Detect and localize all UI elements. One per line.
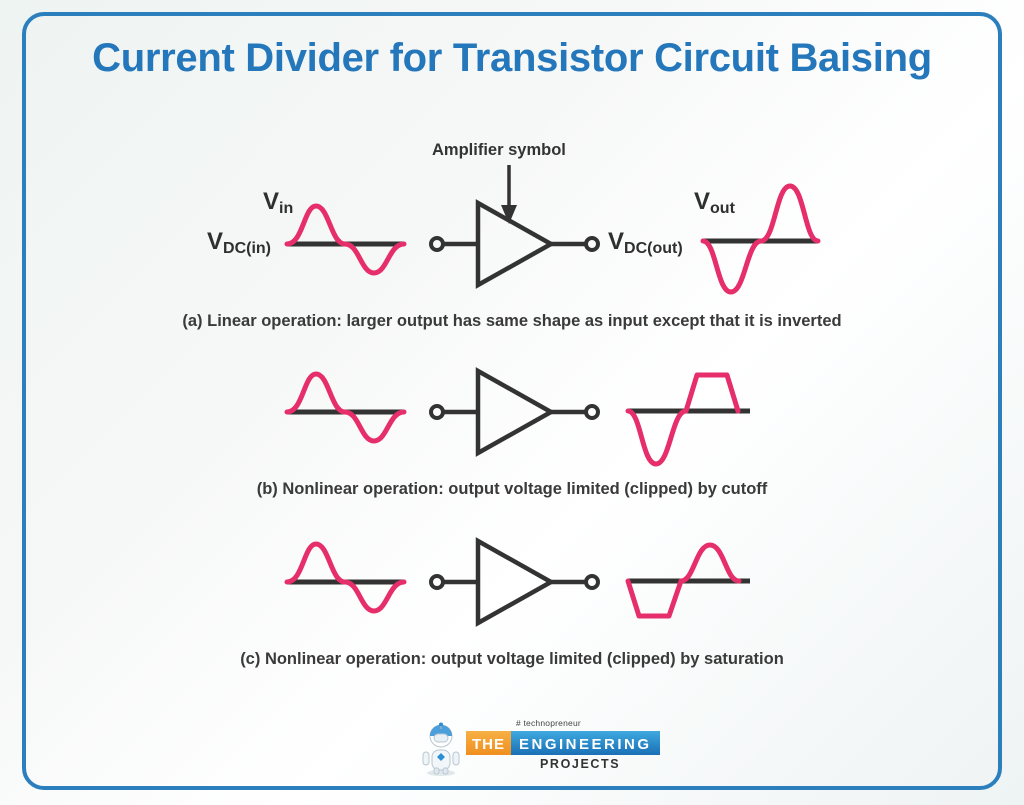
robot-mascot-icon (422, 722, 460, 776)
amplifier-symbol-label: Amplifier symbol (432, 141, 566, 159)
input-waveform-b (284, 371, 407, 444)
output-waveform-c (625, 542, 742, 619)
amplifier-symbol-c (429, 537, 600, 627)
label-vdc-out-sub: DC(out) (624, 240, 683, 258)
amplifier-symbol-b (429, 367, 600, 457)
input-waveform-a (284, 203, 407, 276)
output-waveform-b (625, 372, 741, 467)
label-vin: Vin (263, 188, 293, 218)
output-waveform-a (700, 183, 821, 295)
label-vout: Vout (694, 188, 735, 218)
logo-tagline: # technopreneur (516, 718, 581, 728)
amplifier-pointer-arrow (501, 165, 517, 224)
label-vout-base: V (694, 188, 711, 215)
label-vdc-out-base: V (608, 228, 625, 255)
label-vin-base: V (263, 188, 280, 215)
caption-b: (b) Nonlinear operation: output voltage … (256, 480, 768, 498)
label-vdc-in: VDC(in) (207, 228, 271, 258)
label-vdc-out: VDC(out) (608, 228, 683, 258)
logo-wordmark: THE ENGINEERING (466, 731, 660, 755)
label-vout-sub: out (710, 200, 735, 218)
logo-word-the: THE (466, 731, 511, 755)
page-title: Current Divider for Transistor Circuit B… (92, 36, 932, 80)
caption-c: (c) Nonlinear operation: output voltage … (240, 650, 784, 668)
brand-logo: # technopreneur THE ENGINEERING PROJECTS (422, 718, 660, 780)
input-waveform-c (284, 541, 407, 614)
label-vdc-in-sub: DC(in) (223, 240, 271, 258)
amplifier-symbol-a (429, 199, 600, 289)
logo-word-engineering: ENGINEERING (511, 731, 660, 755)
label-vin-sub: in (279, 200, 294, 218)
row-a-graphics (284, 165, 821, 295)
label-vdc-in-base: V (207, 228, 224, 255)
caption-a: (a) Linear operation: larger output has … (182, 312, 842, 330)
logo-word-projects: PROJECTS (540, 757, 621, 771)
